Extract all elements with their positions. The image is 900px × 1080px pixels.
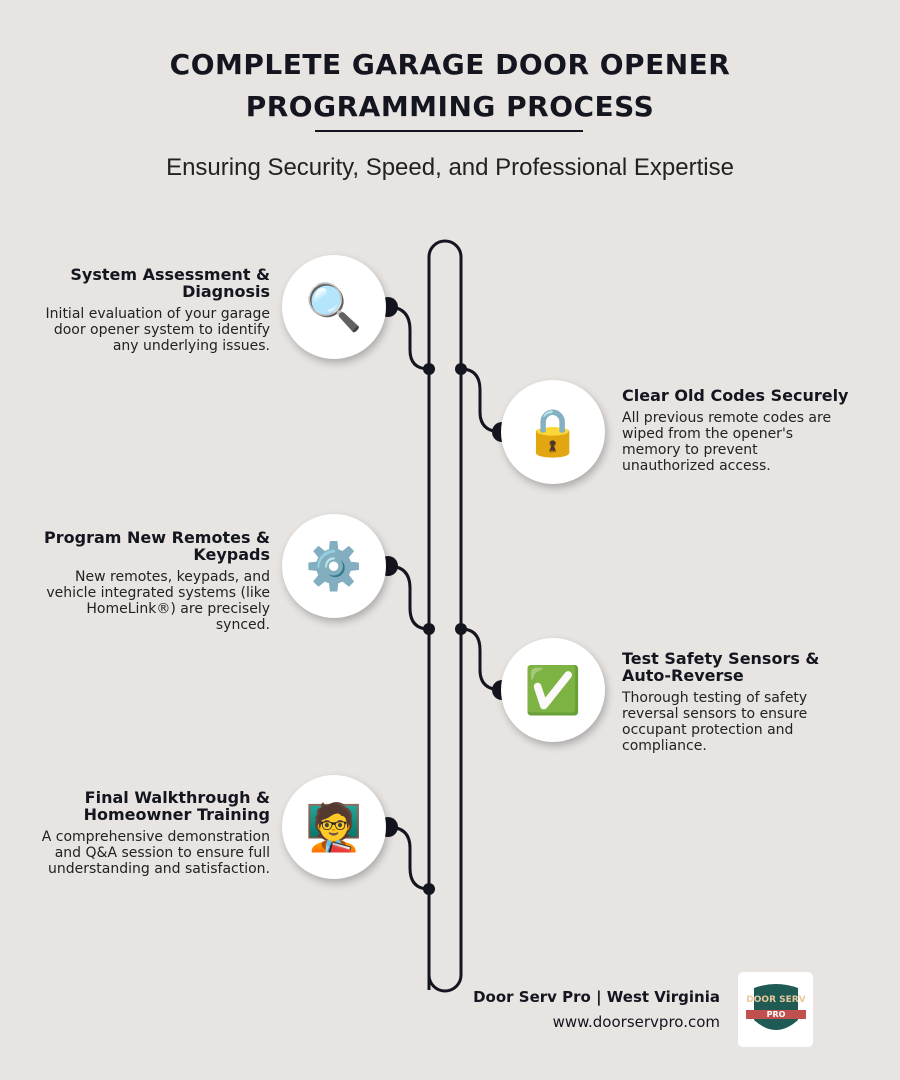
website-url[interactable]: www.doorservpro.com [552, 1013, 720, 1031]
gear-icon: ⚙️ [282, 514, 386, 618]
check-mark-icon: ✅ [501, 638, 605, 742]
step-title: System Assessment & Diagnosis [70, 265, 270, 301]
step-1: System Assessment & Diagnosis Initial ev… [40, 266, 270, 354]
timeline-track [427, 239, 463, 993]
step-4: Test Safety Sensors & Auto-Reverse Thoro… [622, 650, 852, 754]
node-dot [423, 883, 435, 895]
step-title: Program New Remotes & Keypads [44, 528, 270, 564]
node-dot [423, 363, 435, 375]
company-logo: DOOR SERV PRO [738, 972, 813, 1047]
subtitle: Ensuring Security, Speed, and Profession… [166, 154, 734, 181]
company-name: Door Serv Pro | West Virginia [473, 988, 720, 1006]
step-description: A comprehensive demonstration and Q&A se… [41, 829, 270, 877]
step-3: Program New Remotes & Keypads New remote… [40, 529, 270, 633]
node-dot [455, 623, 467, 635]
svg-text:DOOR SERV: DOOR SERV [746, 995, 805, 1005]
step-description: Thorough testing of safety reversal sens… [622, 690, 808, 754]
step-description: New remotes, keypads, and vehicle integr… [46, 569, 270, 633]
teacher-icon: 🧑‍🏫 [282, 775, 386, 879]
connector-3 [387, 564, 430, 631]
step-title: Final Walkthrough & Homeowner Training [83, 788, 270, 824]
step-description: All previous remote codes are wiped from… [622, 410, 832, 474]
connector-2 [460, 367, 503, 434]
node-dot [455, 363, 467, 375]
connector-4 [460, 627, 503, 692]
title-divider [315, 130, 583, 132]
page-title: COMPLETE GARAGE DOOR OPENER PROGRAMMING … [169, 48, 731, 123]
step-title: Clear Old Codes Securely [622, 386, 849, 405]
step-title: Test Safety Sensors & Auto-Reverse [622, 649, 820, 685]
padlock-icon: 🔒 [501, 380, 605, 484]
logo-emblem: DOOR SERV PRO [745, 983, 806, 1030]
step-2: Clear Old Codes Securely All previous re… [622, 387, 852, 474]
svg-text:PRO: PRO [766, 1010, 785, 1019]
connector-1 [387, 305, 430, 371]
step-description: Initial evaluation of your garage door o… [45, 306, 270, 354]
magnifying-glass-icon: 🔍 [282, 255, 386, 359]
node-dot [423, 623, 435, 635]
connector-5 [387, 825, 430, 891]
step-5: Final Walkthrough & Homeowner Training A… [40, 789, 270, 877]
